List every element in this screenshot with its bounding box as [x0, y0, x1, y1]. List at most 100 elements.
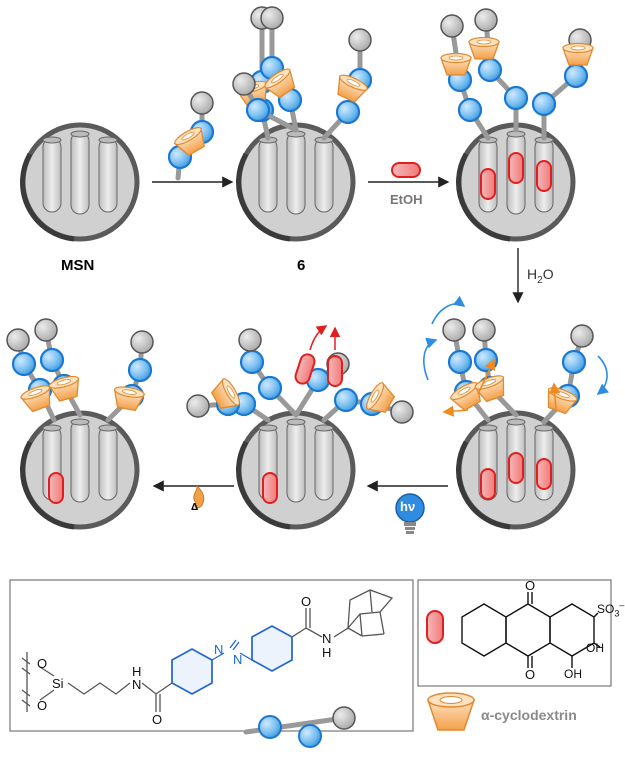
pore-channel	[258, 137, 278, 213]
pore-opening	[42, 136, 62, 144]
nanoparticle-recapped	[20, 410, 140, 530]
pore-opening	[98, 136, 118, 144]
cyclodextrin-ring	[113, 386, 146, 412]
cargo-dye	[536, 160, 552, 192]
atom-nh-n: N	[132, 677, 142, 692]
adamantane-stopper	[232, 72, 256, 96]
rotation-arrow	[423, 337, 438, 381]
cyclodextrin-ring	[337, 74, 369, 103]
adamantane-stopper	[238, 328, 262, 352]
pore-opening	[314, 424, 334, 432]
etoh-label: EtOH	[390, 192, 423, 207]
stalk-model-icon	[243, 706, 356, 748]
pore-channel	[98, 425, 118, 501]
dye-o-top: O	[525, 578, 536, 593]
pore-channel	[314, 137, 334, 213]
cargo-dye	[508, 452, 524, 484]
cyclodextrin-ring	[210, 377, 240, 410]
shuttle-arrow	[477, 358, 495, 395]
flame-icon	[193, 484, 205, 509]
pore-opening	[98, 424, 118, 432]
cyclodextrin-cavity	[28, 389, 43, 396]
nanoparticle-shadow	[20, 152, 75, 242]
pore-opening	[258, 424, 278, 432]
azobenzene-sphere	[11, 351, 37, 377]
azobenzene-sphere	[563, 63, 589, 89]
adamantane-stopper	[474, 8, 498, 32]
compound-6-label: 6	[297, 257, 306, 274]
dye-so3-sup: –	[619, 600, 625, 610]
dye-oh-right: OH	[586, 641, 604, 655]
water-h: H	[527, 266, 538, 282]
nanoparticle-shadow	[236, 152, 291, 242]
cargo-dye	[262, 472, 278, 504]
atom-amide2-o: O	[301, 594, 312, 609]
nanoparticle-shadow	[20, 440, 75, 530]
nanoparticle-releasing	[236, 410, 356, 530]
pore-opening	[506, 418, 526, 426]
water-subscript: 2	[537, 274, 543, 286]
adamantane-stopper	[260, 6, 284, 30]
nanoparticle-shadow	[456, 152, 511, 242]
pore-opening	[70, 130, 90, 138]
azobenzene-sphere	[503, 85, 529, 111]
cyclodextrin-ring	[468, 36, 500, 60]
atom-azo-n1: N	[214, 642, 224, 657]
structure-box	[9, 579, 414, 732]
adamantane-stopper	[348, 28, 372, 52]
cargo-legend-icon	[426, 610, 444, 644]
cyclodextrin-cavity	[181, 131, 195, 141]
atom-o-bottom: O	[37, 698, 48, 713]
released-cargo	[327, 355, 343, 387]
dye-oh-bottom: OH	[564, 667, 582, 681]
azobenzene-sphere	[245, 97, 271, 123]
cyclodextrin-ring	[173, 127, 206, 157]
azobenzene-stalk-structure	[21, 589, 394, 712]
cyclodextrin-cavity	[226, 385, 236, 399]
atom-nh2-n: N	[322, 631, 332, 646]
azobenzene-sphere	[335, 99, 361, 125]
cyclodextrin-cavity	[271, 73, 284, 84]
shuttle-arrow	[549, 382, 561, 411]
pore-channel	[70, 131, 90, 215]
adamantane-stopper	[570, 324, 594, 348]
adamantane-stopper	[472, 318, 496, 342]
adamantane-stopper	[190, 91, 214, 115]
azobenzene-sphere	[477, 57, 503, 83]
dye-so3: SO3–	[597, 600, 624, 618]
azobenzene-sphere	[333, 387, 359, 413]
adamantane-stopper	[130, 330, 154, 354]
azobenzene-sphere	[127, 357, 153, 383]
adamantane-stopper	[440, 14, 464, 38]
cargo-dye	[480, 468, 496, 500]
cargo-icon-etoh	[391, 162, 421, 178]
adamantane-stopper	[186, 394, 210, 418]
azobenzene-blue-ring-overlay	[171, 625, 293, 695]
adamantane-stopper	[34, 318, 58, 342]
cyclodextrin-ring	[440, 52, 472, 76]
cyclodextrin-cavity	[457, 386, 471, 396]
atom-amide-o: O	[152, 712, 163, 727]
atom-nh2-h: H	[322, 645, 332, 660]
atom-o-top: O	[37, 656, 48, 671]
cyclodextrin-ring	[48, 375, 80, 402]
adamantane-stopper	[6, 328, 30, 352]
cyclodextrin-cavity	[476, 39, 492, 45]
stalk-rod	[43, 327, 83, 418]
azobenzene-sphere	[239, 349, 265, 375]
rotation-arrow	[431, 295, 466, 325]
cyclodextrin-ring	[20, 385, 51, 413]
water-label: H2O	[527, 266, 554, 286]
pore-opening	[534, 424, 554, 432]
rotation-arrow	[596, 355, 609, 396]
pore-opening	[42, 424, 62, 432]
pore-channel	[286, 419, 306, 503]
light-bulb-icon	[395, 493, 425, 534]
pore-channel	[42, 137, 62, 213]
cargo-dye	[480, 168, 496, 200]
cyclodextrin-cavity	[122, 389, 137, 395]
dye-o-bottom: O	[525, 667, 536, 682]
atom-nh-h: H	[132, 664, 142, 679]
pore-channel	[314, 425, 334, 501]
